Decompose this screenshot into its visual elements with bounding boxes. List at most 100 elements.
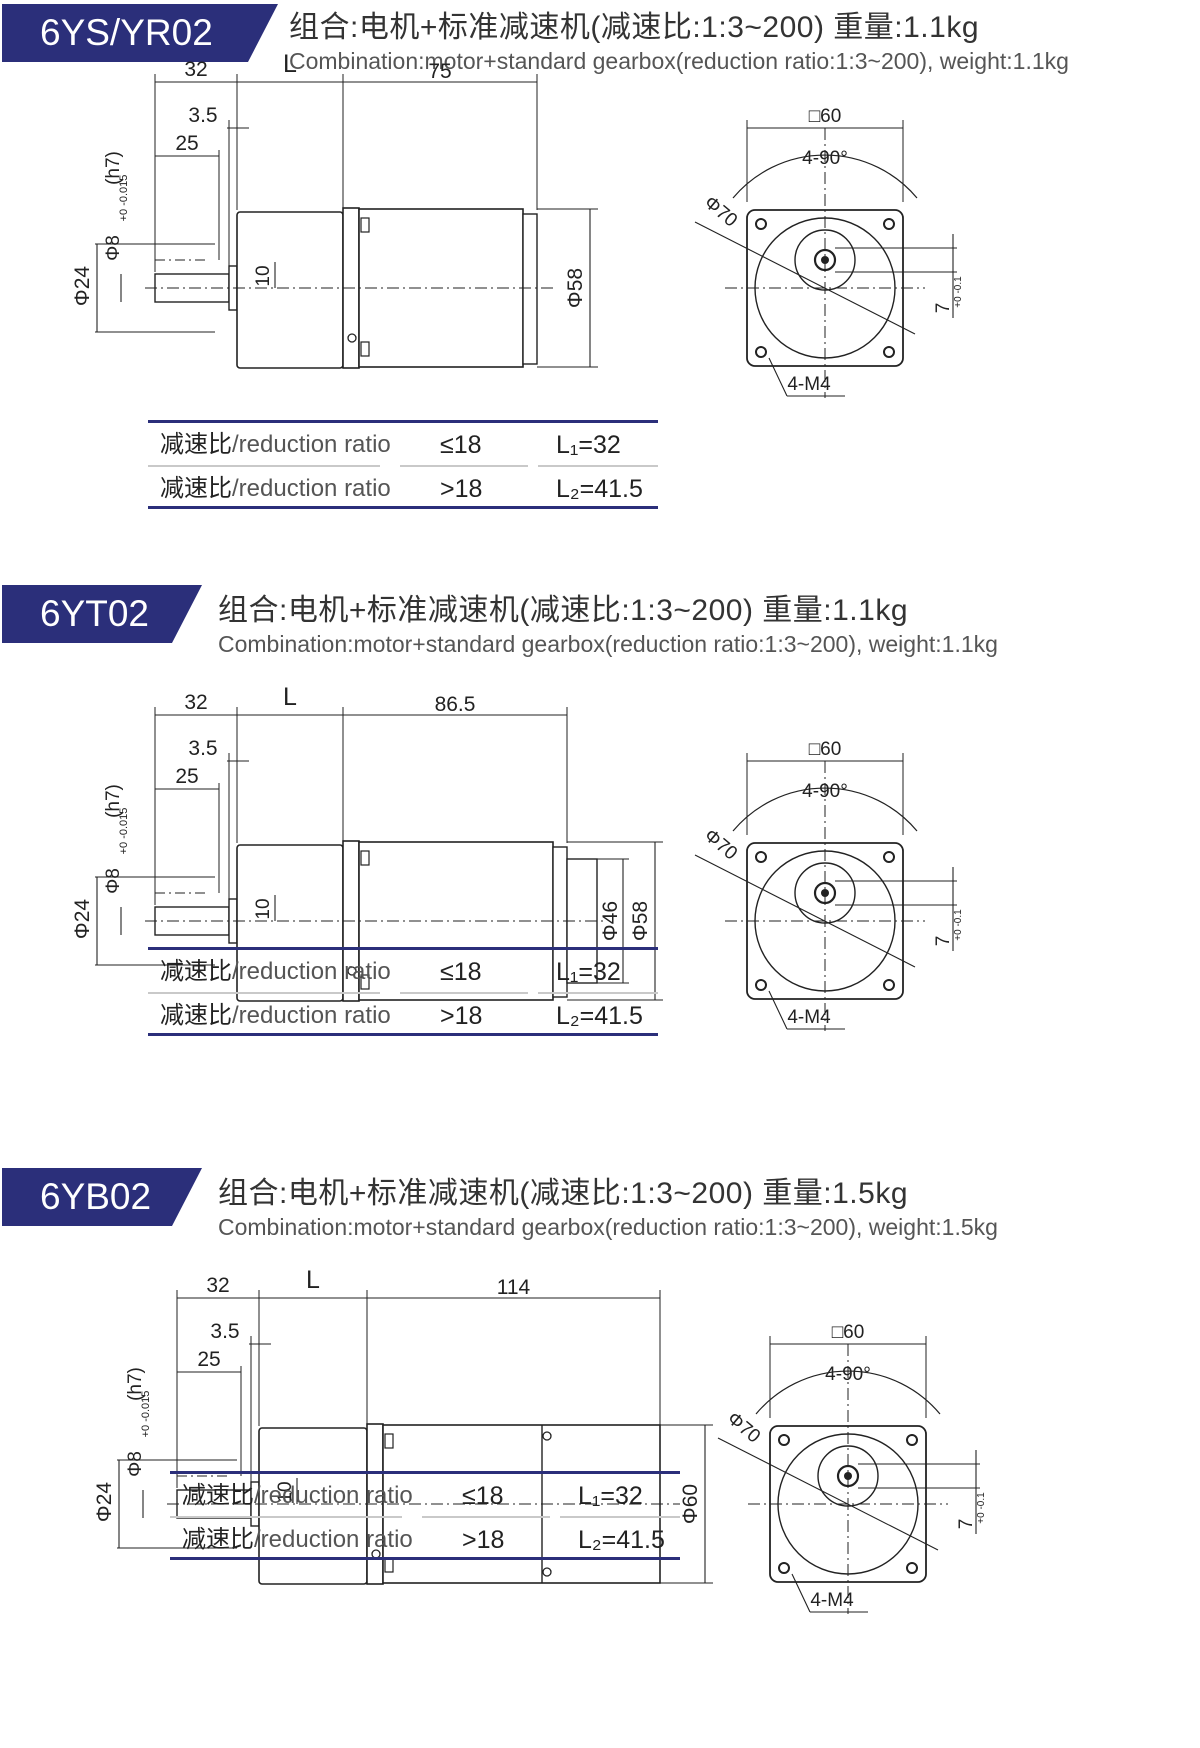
ratio-condition: >18 bbox=[462, 1526, 505, 1554]
dim-25: 25 bbox=[175, 765, 198, 788]
angle-arc bbox=[755, 1370, 941, 1415]
ratio-label-cn: 减速比 bbox=[160, 475, 232, 502]
dim-h7: (h7) bbox=[125, 1367, 146, 1401]
dim-phi8-tol: +0 -0.015 bbox=[140, 1391, 152, 1438]
ratio-label-cn: 减速比 bbox=[160, 1002, 232, 1029]
dim-key-7: 7 bbox=[933, 303, 954, 314]
mounting-hole-icon bbox=[778, 1562, 790, 1574]
terminal-lug bbox=[384, 1433, 394, 1449]
dim-phi24: Φ24 bbox=[93, 1482, 116, 1522]
length-value: L₁=32 bbox=[578, 1482, 643, 1510]
dim-4-90: 4-90° bbox=[825, 1364, 871, 1385]
dim-32: 32 bbox=[184, 58, 207, 81]
screw-icon bbox=[347, 966, 357, 976]
ratio-label-en: /reduction ratio bbox=[232, 958, 391, 985]
length-value: L₂=41.5 bbox=[556, 1002, 643, 1030]
title-chinese: 组合:电机+标准减速机(减速比:1:3~200) 重量:1.1kg bbox=[289, 11, 980, 44]
mounting-hole-icon bbox=[883, 851, 895, 863]
dim-L: L bbox=[283, 683, 297, 711]
dim-4-m4: 4-M4 bbox=[810, 1590, 854, 1611]
gearbox-body bbox=[236, 211, 344, 369]
screw-icon bbox=[347, 333, 357, 343]
screw-icon bbox=[542, 1567, 552, 1577]
dim-key-7: 7 bbox=[956, 1519, 977, 1530]
title-chinese: 组合:电机+标准减速机(减速比:1:3~200) 重量:1.5kg bbox=[218, 1177, 909, 1210]
ratio-label-en: /reduction ratio bbox=[254, 1482, 413, 1509]
terminal-lug bbox=[360, 217, 370, 233]
dim-phi70: Φ70 bbox=[700, 825, 741, 864]
table-divider bbox=[148, 992, 380, 994]
table-divider bbox=[538, 992, 658, 994]
dim-square-60: □60 bbox=[809, 739, 842, 760]
length-value: L₁=32 bbox=[556, 431, 621, 459]
phi70-leader bbox=[694, 854, 916, 968]
table-divider bbox=[400, 992, 528, 994]
ratio-condition: ≤18 bbox=[440, 431, 482, 459]
ratio-label-cn: 减速比 bbox=[160, 958, 232, 985]
dim-10: 10 bbox=[253, 898, 274, 919]
terminal-lug bbox=[360, 341, 370, 357]
screw-icon bbox=[542, 1431, 552, 1441]
dim-square-60: □60 bbox=[832, 1322, 865, 1343]
table-row: 减速比/reduction ratio >18 L₂=41.5 bbox=[148, 993, 658, 1039]
table-top-rule bbox=[170, 1471, 680, 1474]
dim-phi24: Φ24 bbox=[71, 899, 94, 939]
dim-square-60: □60 bbox=[809, 106, 842, 127]
table-bottom-rule bbox=[170, 1557, 680, 1560]
table-divider bbox=[170, 1516, 402, 1518]
model-badge: 6YS/YR02 bbox=[2, 4, 278, 62]
ratio-condition: ≤18 bbox=[462, 1482, 504, 1510]
dim-phi-inner: Φ46 bbox=[599, 901, 622, 941]
mounting-hole-icon bbox=[755, 851, 767, 863]
mounting-hole-icon bbox=[906, 1434, 918, 1446]
table-top-rule bbox=[148, 420, 658, 423]
table-divider bbox=[538, 465, 658, 467]
table-row: 减速比/reduction ratio ≤18 L₁=32 bbox=[148, 422, 658, 468]
ratio-label: 减速比/reduction ratio bbox=[160, 949, 391, 995]
table-bottom-rule bbox=[148, 506, 658, 509]
dimension-line bbox=[791, 1573, 811, 1613]
ratio-label: 减速比/reduction ratio bbox=[160, 466, 391, 512]
ratio-condition: >18 bbox=[440, 1002, 483, 1030]
end-cap bbox=[522, 213, 538, 365]
dimension-line bbox=[768, 990, 788, 1030]
dim-phi8-tol: +0 -0.015 bbox=[118, 175, 130, 222]
title-chinese: 组合:电机+标准减速机(减速比:1:3~200) 重量:1.1kg bbox=[218, 594, 909, 627]
dim-phi8: Φ8 bbox=[103, 235, 124, 261]
dim-3-5: 3.5 bbox=[188, 737, 217, 760]
dim-phi70: Φ70 bbox=[723, 1408, 764, 1447]
mounting-hole-icon bbox=[883, 218, 895, 230]
table-divider bbox=[560, 1516, 680, 1518]
dim-L: L bbox=[283, 50, 297, 78]
dim-4-90: 4-90° bbox=[802, 781, 848, 802]
angle-arc bbox=[732, 787, 918, 832]
title-english: Combination:motor+standard gearbox(reduc… bbox=[289, 48, 1069, 74]
mounting-hole-icon bbox=[755, 346, 767, 358]
ratio-condition: >18 bbox=[440, 475, 483, 503]
length-value: L₂=41.5 bbox=[556, 475, 643, 503]
dim-key-tol: +0 -0.1 bbox=[976, 1492, 987, 1524]
dim-3-5: 3.5 bbox=[188, 104, 217, 127]
ratio-label-en: /reduction ratio bbox=[232, 1002, 391, 1029]
dimension-line bbox=[768, 357, 788, 397]
dim-L: L bbox=[306, 1266, 320, 1294]
ratio-label-cn: 减速比 bbox=[160, 431, 232, 458]
model-badge: 6YT02 bbox=[2, 585, 202, 643]
dim-32: 32 bbox=[184, 691, 207, 714]
ratio-label-en: /reduction ratio bbox=[232, 431, 391, 458]
terminal-lug bbox=[360, 974, 370, 990]
table-row: 减速比/reduction ratio >18 L₂=41.5 bbox=[148, 466, 658, 512]
table-top-rule bbox=[148, 947, 658, 950]
table-divider bbox=[148, 465, 380, 467]
title-english: Combination:motor+standard gearbox(reduc… bbox=[218, 631, 998, 657]
mounting-hole-icon bbox=[755, 218, 767, 230]
dim-4-m4: 4-M4 bbox=[787, 374, 831, 395]
ratio-label-en: /reduction ratio bbox=[232, 475, 391, 502]
